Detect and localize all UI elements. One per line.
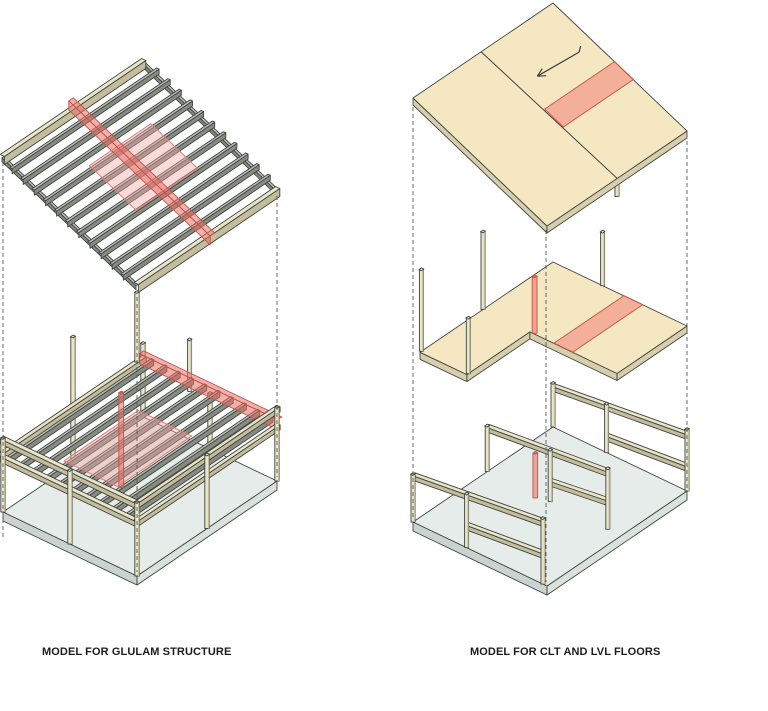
glulam-structure-model <box>0 58 283 586</box>
glulam-model-label: MODEL FOR GLULAM STRUCTURE <box>42 646 232 658</box>
clt-lvl-model-label: MODEL FOR CLT AND LVL FLOORS <box>470 646 661 658</box>
clt-lvl-floors-model <box>410 2 690 596</box>
